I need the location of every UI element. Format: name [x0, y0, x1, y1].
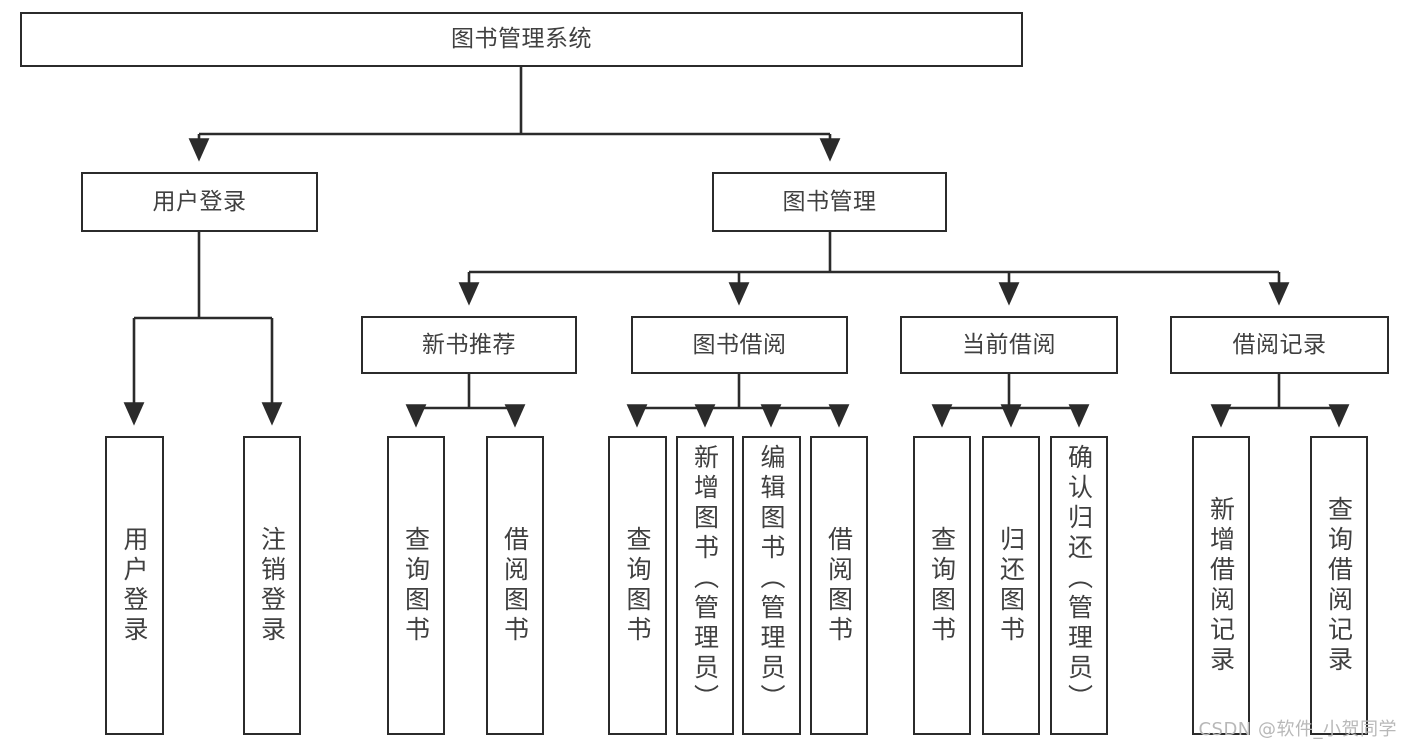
node-borrow-record[interactable]: 借阅记录: [1170, 316, 1389, 374]
node-leaf-query-books-1[interactable]: 查询图书: [387, 436, 445, 735]
node-leaf-query-books-2[interactable]: 查询图书: [608, 436, 667, 735]
node-leaf-query-books-1-label: 查询图书: [401, 525, 431, 646]
node-leaf-edit-book-admin[interactable]: 编辑图书（管理员）: [742, 436, 801, 735]
node-leaf-add-borrow-record-label: 新增借阅记录: [1206, 495, 1236, 676]
node-book-borrow-label: 图书借阅: [692, 331, 787, 358]
node-leaf-borrow-books-1[interactable]: 借阅图书: [486, 436, 544, 735]
node-leaf-user-login[interactable]: 用户登录: [105, 436, 164, 735]
node-book-management-label: 图书管理: [782, 188, 877, 215]
node-leaf-query-books-3-label: 查询图书: [927, 525, 957, 646]
node-leaf-query-borrow-record-label: 查询借阅记录: [1324, 495, 1354, 676]
node-book-borrow[interactable]: 图书借阅: [631, 316, 848, 374]
node-leaf-borrow-books-2[interactable]: 借阅图书: [810, 436, 868, 735]
watermark-text: CSDN @软件_小贺同学: [1198, 719, 1397, 740]
node-borrow-record-label: 借阅记录: [1232, 331, 1327, 358]
node-leaf-logout[interactable]: 注销登录: [243, 436, 301, 735]
node-current-borrow-label: 当前借阅: [962, 331, 1056, 358]
node-leaf-add-borrow-record[interactable]: 新增借阅记录: [1192, 436, 1250, 735]
node-leaf-return-books[interactable]: 归还图书: [982, 436, 1040, 735]
node-leaf-add-book-admin-label: 新增图书（管理员）: [690, 444, 720, 714]
node-leaf-user-login-label: 用户登录: [120, 525, 149, 646]
node-leaf-add-book-admin[interactable]: 新增图书（管理员）: [676, 436, 734, 735]
node-user-login-label: 用户登录: [152, 188, 247, 215]
node-leaf-return-books-label: 归还图书: [996, 525, 1026, 646]
node-current-borrow[interactable]: 当前借阅: [900, 316, 1118, 374]
node-new-book-recommend[interactable]: 新书推荐: [361, 316, 577, 374]
node-leaf-borrow-books-2-label: 借阅图书: [824, 525, 854, 646]
node-new-book-recommend-label: 新书推荐: [422, 331, 516, 358]
node-leaf-logout-label: 注销登录: [257, 525, 287, 646]
node-leaf-borrow-books-1-label: 借阅图书: [500, 525, 530, 646]
node-leaf-query-borrow-record[interactable]: 查询借阅记录: [1310, 436, 1368, 735]
node-leaf-confirm-return-admin[interactable]: 确认归还（管理员）: [1050, 436, 1108, 735]
node-leaf-edit-book-admin-label: 编辑图书（管理员）: [757, 444, 786, 714]
node-leaf-query-books-2-label: 查询图书: [623, 525, 652, 646]
node-leaf-query-books-3[interactable]: 查询图书: [913, 436, 971, 735]
node-root-label: 图书管理系统: [451, 26, 592, 52]
node-book-management[interactable]: 图书管理: [712, 172, 947, 232]
node-leaf-confirm-return-admin-label: 确认归还（管理员）: [1064, 444, 1094, 714]
node-user-login[interactable]: 用户登录: [81, 172, 318, 232]
node-root[interactable]: 图书管理系统: [20, 12, 1023, 67]
